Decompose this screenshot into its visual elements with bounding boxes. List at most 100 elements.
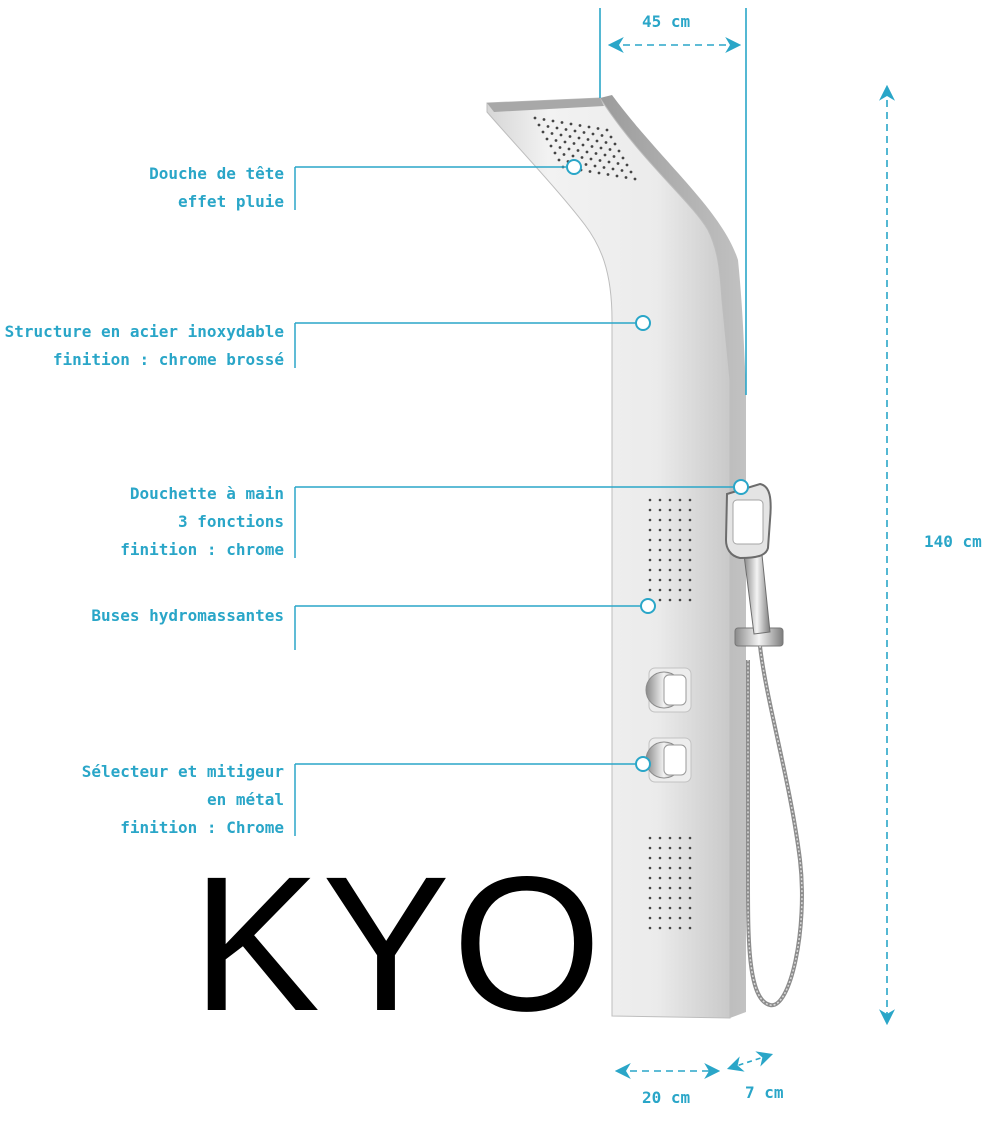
jet-nozzle [648,926,652,930]
rain-nozzle [616,162,620,165]
rain-nozzle [613,142,617,146]
jet-nozzle [658,846,662,850]
jet-nozzle [688,836,692,840]
rain-nozzle [612,155,616,158]
jet-nozzle [668,568,672,572]
rain-nozzle [551,119,555,123]
jet-nozzle [658,896,662,900]
jet-nozzle [648,568,652,572]
jet-nozzle [668,498,672,502]
rain-nozzle [599,146,603,150]
jet-nozzle [688,558,692,562]
jet-nozzle [668,876,672,880]
jet-nozzle [648,856,652,860]
rain-nozzle [594,152,598,155]
rain-nozzle [580,156,584,159]
rain-nozzle [557,158,561,162]
jet-nozzle [658,598,662,602]
rain-nozzle [588,170,592,173]
jet-nozzle [648,876,652,880]
jet-nozzle [688,588,692,592]
rain-nozzle [560,121,564,124]
rain-nozzle [533,116,537,120]
jet-nozzle [648,866,652,870]
jet-nozzle [678,846,682,850]
rain-nozzle [607,160,611,164]
jet-nozzle [678,588,682,592]
jet-nozzle [688,578,692,582]
rain-nozzle [598,159,602,162]
jet-nozzle [678,548,682,552]
rain-nozzle [584,163,588,166]
jet-nozzle [658,856,662,860]
callout-hand-shower: Douchette à main 3 fonctions finition : … [120,484,284,559]
jet-nozzle [658,906,662,910]
jet-nozzle [678,578,682,582]
rain-nozzle [564,128,568,131]
jet-nozzle [678,836,682,840]
rain-nozzle [549,144,553,148]
jet-nozzle [678,876,682,880]
jet-nozzle [648,588,652,592]
rain-nozzle [569,122,573,126]
rain-nozzle [603,153,607,157]
jet-nozzle [648,846,652,850]
jet-nozzle [668,538,672,542]
dimension-lines [599,8,895,1079]
jet-nozzle [688,886,692,890]
jet-nozzle [678,598,682,602]
jet-nozzle [678,568,682,572]
jet-nozzle [678,558,682,562]
jet-nozzle [648,906,652,910]
rain-nozzle [595,139,599,143]
rain-nozzle [586,138,590,141]
rain-nozzle [604,141,608,144]
hand-shower [724,482,784,647]
callout-mixer: Sélecteur et mitigeur en métal finition … [81,762,284,837]
jet-nozzle [648,836,652,840]
rain-nozzle [542,118,546,121]
jet-nozzle [688,926,692,930]
rain-nozzle [585,150,589,154]
rain-nozzle [617,149,621,153]
jet-nozzle [668,926,672,930]
jet-nozzle [668,846,672,850]
mixer-knob-top [645,667,692,713]
jet-nozzle [678,926,682,930]
rain-nozzle [554,139,558,142]
jet-nozzle [648,498,652,502]
jet-nozzle [688,528,692,532]
rain-nozzle [600,134,604,137]
jet-nozzle [648,538,652,542]
rain-nozzle [620,169,624,172]
rain-nozzle [606,173,610,176]
rain-nozzle [621,156,625,160]
jet-nozzle [678,508,682,512]
jet-nozzle [678,528,682,532]
jet-nozzle [648,508,652,512]
rain-nozzle [581,143,585,147]
jet-nozzle [688,498,692,502]
rain-nozzle [573,129,577,133]
jet-nozzle [668,528,672,532]
jet-nozzle [668,836,672,840]
jet-nozzle [648,548,652,552]
callout-leaders [294,166,734,836]
jet-nozzle [668,896,672,900]
rain-nozzle [602,166,606,169]
rain-nozzle [555,126,559,130]
dimension-height: 140 cm [924,532,982,551]
jet-nozzle [678,916,682,920]
jet-nozzle [658,866,662,870]
jet-nozzle [658,886,662,890]
jet-nozzle [678,886,682,890]
jet-nozzle [648,558,652,562]
jet-nozzle [678,866,682,870]
jet-nozzle [678,856,682,860]
callout-markers [566,159,749,772]
jet-nozzle [648,578,652,582]
jet-nozzle [688,598,692,602]
rain-nozzle [629,170,633,174]
rain-nozzle [559,133,563,137]
